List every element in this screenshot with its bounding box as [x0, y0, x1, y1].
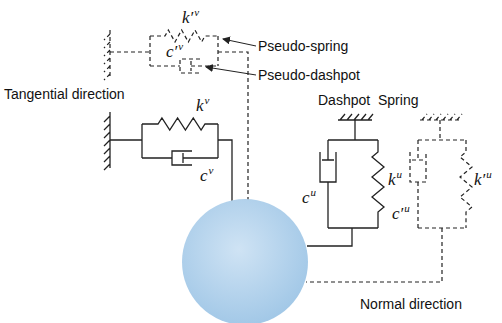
pseudo-spring-symbol [150, 30, 218, 42]
pseudo-wall [104, 30, 110, 80]
superscript-label: u [311, 186, 317, 199]
spring-symbol [142, 118, 218, 130]
wall [104, 112, 110, 170]
leader-arrow [206, 67, 256, 75]
callout-label: Pseudo-spring [258, 38, 348, 55]
symbol-label: c′ [392, 204, 403, 224]
superscript-label: v [205, 94, 210, 107]
particle-circle [182, 199, 308, 323]
leader-arrow [223, 39, 256, 46]
pseudo-wall [420, 114, 462, 120]
part-label: Spring [378, 92, 418, 109]
superscript-label: v [178, 40, 183, 53]
superscript-label: v [194, 6, 199, 19]
direction-label: Normal direction [360, 296, 462, 313]
wire [110, 124, 232, 201]
superscript-label: v [209, 164, 214, 177]
symbol-label: k′ [474, 170, 485, 190]
pseudo-dashpot-symbol [410, 140, 426, 228]
pseudo-dashpot-symbol [150, 59, 218, 73]
symbol-label: c [302, 188, 310, 208]
dashpot-symbol [142, 151, 218, 165]
symbol-label: c [200, 166, 208, 186]
symbol-label: k [388, 170, 396, 190]
symbol-label: k′ [182, 8, 193, 28]
wire [307, 120, 378, 246]
superscript-label: u [397, 168, 403, 181]
part-label: Dashpot [318, 92, 370, 109]
pseudo-wire [306, 120, 466, 282]
pseudo-wire [110, 36, 248, 200]
dashpot-symbol [320, 140, 336, 228]
wall [338, 114, 373, 120]
symbol-label: c′ [166, 42, 177, 62]
superscript-label: u [404, 202, 410, 215]
superscript-label: u [486, 168, 492, 181]
symbol-label: k [196, 96, 204, 116]
callout-label: Pseudo-dashpot [258, 67, 360, 84]
pseudo-spring-symbol [460, 140, 472, 228]
spring-symbol [372, 140, 384, 228]
direction-label: Tangential direction [4, 86, 125, 103]
